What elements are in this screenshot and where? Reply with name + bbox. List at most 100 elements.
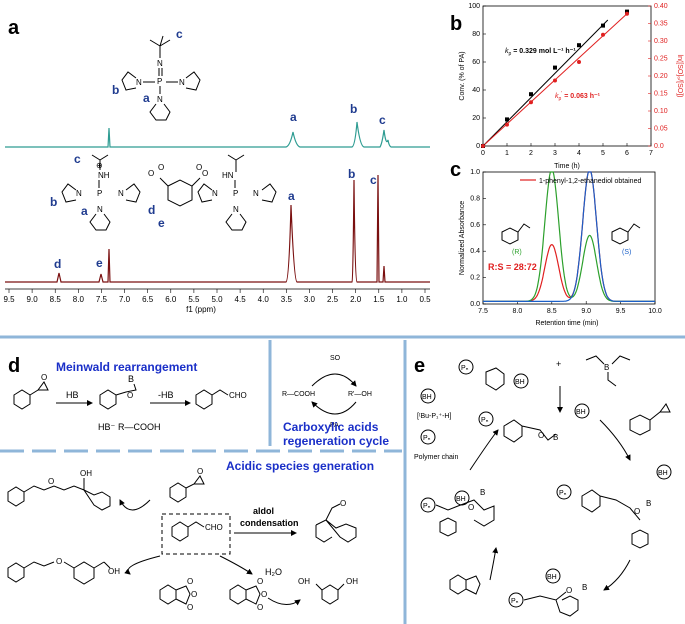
label-minus-hb: -HB: [158, 390, 174, 400]
chart-b-point-red: [505, 122, 509, 127]
nmr-tick-label: 3.5: [281, 295, 293, 304]
top-structure: N P N N N c b a: [112, 27, 201, 121]
svg-text:O: O: [56, 557, 62, 566]
chart-b-y2tick-label: 0.30: [654, 38, 668, 45]
pn-4: Pₙ: [511, 598, 519, 605]
chart-b-xlabel: Time (h): [554, 163, 580, 170]
chart-b-ytick-label: 0: [476, 143, 480, 150]
svg-text:N: N: [76, 189, 82, 198]
chart-b-xtick-label: 0: [481, 150, 485, 157]
nmr-spectrum-top: [5, 121, 430, 148]
chart-c-series-red: [483, 171, 655, 302]
cycle-arrow-top: [311, 373, 357, 387]
cycle-phenyl-5: [439, 517, 457, 537]
chart-b-xtick-label: 4: [577, 150, 581, 157]
chart-b-xtick-label: 3: [553, 150, 557, 157]
svg-text:O: O: [191, 590, 197, 599]
svg-text:N: N: [212, 189, 218, 198]
arrow-water: [219, 555, 253, 575]
cycle-complex-2: [581, 489, 641, 521]
chart-b-point-black: [529, 92, 533, 97]
chart-c-xtick-label: 9.0: [581, 308, 591, 315]
label-pa: PA: [330, 422, 339, 429]
enol-ether-product-1: [7, 478, 85, 507]
nmr-tick-label: 1.5: [373, 295, 385, 304]
cycle-phthalate-top: [485, 367, 505, 391]
phthalic-acid: [315, 583, 345, 605]
chart-c-xlabel: Retention time (min): [535, 320, 598, 327]
anhydride-1: [159, 584, 191, 605]
label-roh: R'—OH: [348, 391, 372, 398]
nmr-top-peak-c: c: [379, 113, 386, 127]
svg-text:O: O: [197, 467, 203, 476]
chart-b-y2tick-label: 0.40: [654, 3, 668, 10]
chart-b-y2tick-label: 0.15: [654, 91, 668, 98]
nmr-tick-label: 1.0: [396, 295, 408, 304]
svg-text:HN: HN: [222, 171, 234, 180]
chart-c-frame: [482, 171, 656, 305]
label-b: B: [128, 374, 134, 384]
chart-b-point-red: [625, 11, 629, 16]
label-cho-1: CHO: [229, 391, 247, 400]
chart-c-xtick-label: 7.5: [478, 308, 488, 315]
nmr-tick-label: 0.5: [419, 295, 431, 304]
struct-bottom-label-a: a: [81, 204, 88, 218]
svg-text:N: N: [118, 189, 124, 198]
svg-text:O: O: [187, 603, 193, 612]
aldehyde-box: [161, 513, 231, 555]
pn-3: Pₙ: [559, 490, 567, 497]
cycle-complex-5: [435, 499, 495, 527]
nmr-tick-label: 6.5: [142, 295, 154, 304]
cycle-anhydride: [449, 574, 481, 595]
label-oh-1: OH: [80, 469, 92, 478]
chart-b-y2tick-label: 0.35: [654, 21, 668, 28]
phenylacetaldehyde-1: [195, 389, 229, 410]
meinwald-title: Meinwald rearrangement: [56, 360, 197, 374]
svg-text:N: N: [157, 59, 163, 68]
chart-b-y2tick-label: 0.10: [654, 108, 668, 115]
chart-c-ytick-label: 0.2: [470, 275, 480, 282]
chart-b-y2tick-label: 0.20: [654, 73, 668, 80]
nmr-tick-label: 2.0: [350, 295, 362, 304]
o-4: O: [566, 586, 572, 595]
chart-b-point-black: [601, 23, 605, 28]
cycle-arrow-5: [469, 429, 499, 471]
label-condensation: condensation: [240, 518, 299, 528]
enol-ether-phenyl: [82, 488, 111, 511]
nmr-tick-label: 9.0: [27, 295, 39, 304]
svg-text:O: O: [261, 590, 267, 599]
chart-b-fit-black: [482, 19, 609, 147]
chart-b-ytick-label: 40: [472, 87, 480, 94]
nmr-bottom-peak-e: e: [96, 256, 103, 270]
chart-b-point-red: [553, 78, 557, 83]
nmr-spectrum-bottom: [5, 174, 430, 283]
svg-text:O: O: [148, 169, 154, 178]
svg-text:P: P: [233, 189, 238, 198]
chart-b-xtick-label: 7: [649, 150, 653, 157]
cycle-epoxide: [629, 403, 671, 436]
chart-b-xtick-label: 1: [505, 150, 509, 157]
chart-b-ytick-label: 100: [468, 3, 480, 10]
nmr-tick-label: 3.0: [304, 295, 316, 304]
nmr-tick-label: 7.5: [96, 295, 108, 304]
carboxylic-title-1: Carboxylic acids: [283, 420, 379, 434]
chart-b-point-black: [577, 43, 581, 48]
enol-ester-acid: [63, 561, 111, 585]
chart-b-point-red: [529, 100, 533, 105]
styrene-oxide-2: [169, 475, 205, 503]
svg-text:O: O: [257, 577, 263, 586]
svg-text:N: N: [179, 78, 185, 87]
panel-b-label: b: [450, 13, 462, 35]
chart-c-ytick-label: 0.4: [470, 248, 480, 255]
o-2: O: [538, 431, 544, 440]
chart-b-y2label: ln([SO]₀/[SO]): [676, 55, 683, 98]
nmr-bottom-peak-a: a: [288, 189, 295, 203]
chart-b-y2tick-label: 0.0: [654, 143, 664, 150]
bh-circle-top: [513, 373, 529, 389]
svg-text:O: O: [187, 577, 193, 586]
bh-2: BH: [576, 409, 586, 416]
chart-b-kp-annotation: kp = 0.329 mol L⁻¹ h⁻¹: [505, 48, 576, 57]
